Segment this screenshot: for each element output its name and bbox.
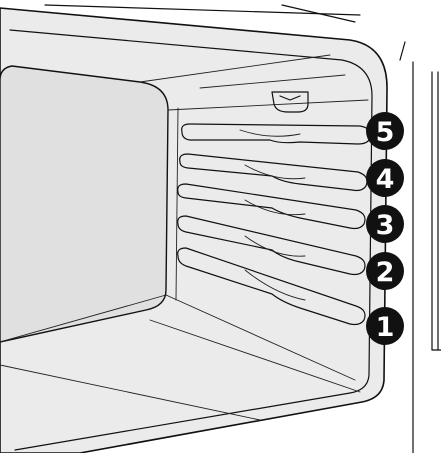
floor-back-edge — [0, 294, 167, 343]
floor-line-1 — [165, 294, 356, 381]
housing-top-line-1 — [44, 4, 361, 16]
side-wall-corner — [175, 107, 179, 301]
shelf-label-3: 3 — [376, 210, 395, 241]
badge-5-circle — [366, 112, 404, 150]
shelf-label-1: 1 — [376, 312, 395, 343]
ceiling-line-1 — [139, 54, 331, 83]
door-hinge-line — [399, 41, 406, 61]
shelf-label-2: 2 — [376, 257, 395, 288]
shelf-badge-2: 2 — [366, 252, 404, 290]
shelf-runner-2 — [177, 215, 366, 276]
shelf-runners — [177, 123, 371, 326]
shelf-runner-1 — [177, 247, 366, 326]
shelf-badge-4: 4 — [366, 159, 404, 197]
badge-4-circle — [366, 159, 404, 197]
shelf-badge-3: 3 — [366, 205, 404, 243]
shelf-label-5: 5 — [376, 117, 395, 148]
housing-top-line-2 — [281, 4, 356, 23]
badge-2-circle — [366, 252, 404, 290]
ceiling-line-3 — [167, 99, 369, 111]
shelf-runner-3 — [177, 183, 366, 230]
ceiling-line-2 — [199, 74, 346, 89]
shelf-badge-1: 1 — [366, 307, 404, 345]
shelf-label-4: 4 — [376, 164, 395, 195]
badge-1-circle — [366, 307, 404, 345]
shelf-runner-4 — [179, 153, 368, 192]
oven-back-panel — [0, 65, 169, 343]
shelf-runner-5 — [181, 123, 371, 145]
oven-light-icon — [271, 91, 309, 113]
floor-line-2 — [149, 319, 361, 393]
shelf-badge-5: 5 — [366, 112, 404, 150]
floor-line-3 — [0, 364, 261, 421]
badge-3-circle — [366, 205, 404, 243]
